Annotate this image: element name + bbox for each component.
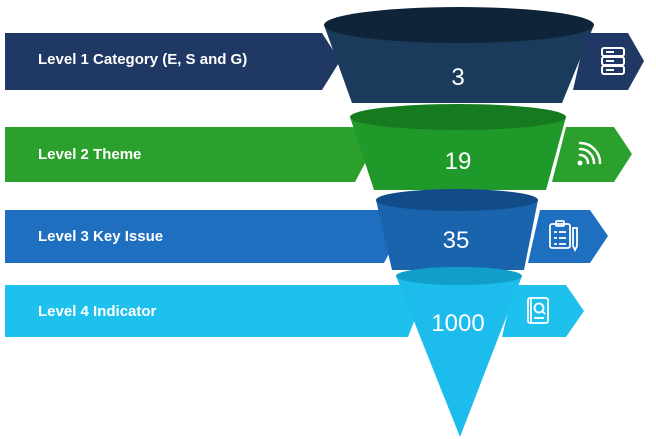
clipboard-checklist-icon (549, 220, 578, 253)
level-4-count: 1000 (431, 310, 485, 337)
level-3-funnel-segment (376, 200, 538, 270)
notebook-search-icon (527, 297, 549, 324)
level-3-funnel-rim (376, 189, 538, 211)
level-3-icon-tag (528, 210, 608, 263)
level-2-banner (5, 127, 370, 182)
server-stack-icon (601, 47, 625, 75)
level-3-label: Level 3 Key Issue (38, 228, 164, 245)
level-4-funnel-segment (396, 276, 522, 437)
level-3-count: 35 (442, 227, 470, 254)
level-1-count: 3 (451, 64, 465, 91)
level-2-funnel-segment (350, 117, 566, 190)
level-3-banner (5, 210, 398, 263)
level-2-funnel-rim (350, 104, 566, 130)
level-2-label: Level 2 Theme (38, 146, 142, 163)
feed-signal-icon (577, 141, 602, 166)
level-4-label: Level 4 Indicator (38, 303, 157, 320)
level-1-label: Level 1 Category (E, S and G) (38, 51, 248, 68)
level-4-funnel-rim (396, 267, 522, 285)
level-1-banner (5, 33, 340, 90)
level-2-count: 19 (444, 148, 472, 175)
level-4-banner (5, 285, 418, 337)
level-1-funnel-segment (324, 25, 594, 103)
level-1-funnel-rim (324, 7, 594, 43)
